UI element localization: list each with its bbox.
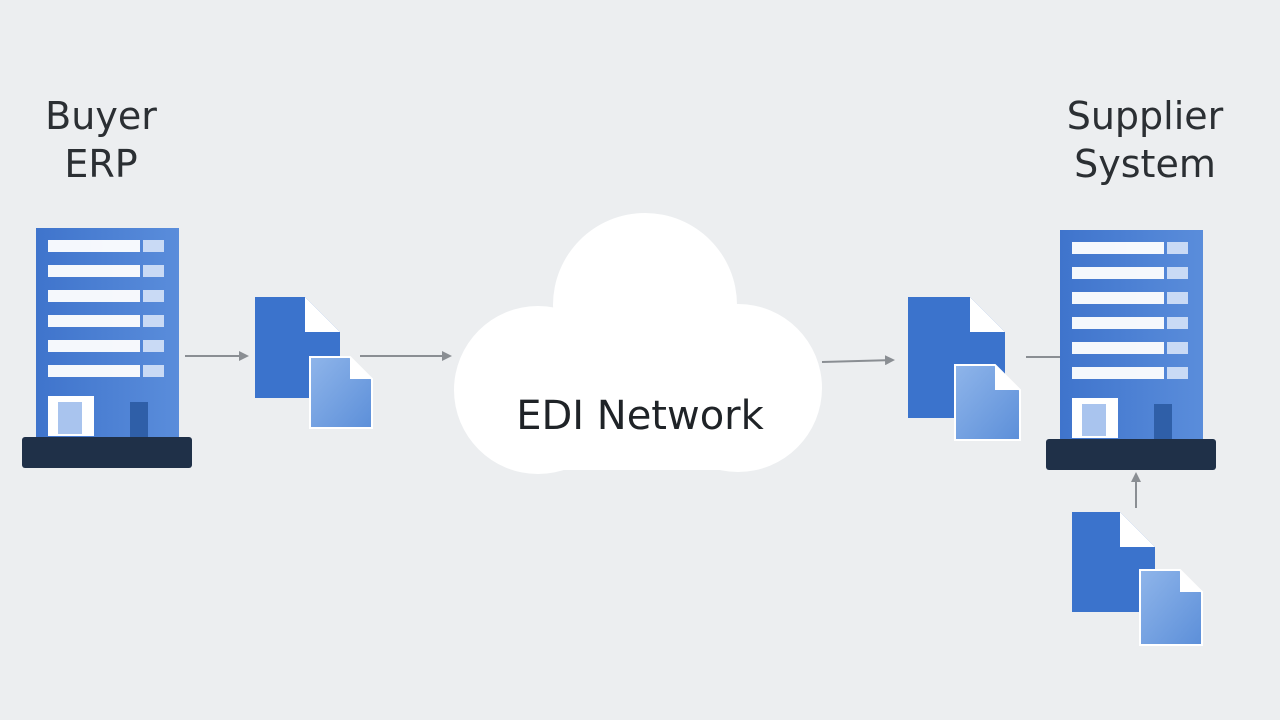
supplier-label-line2: System: [1074, 142, 1216, 186]
buyer-label-line2: ERP: [64, 142, 138, 186]
document-pair-icon: [1072, 512, 1203, 646]
arrow-cloud-to-document: [821, 355, 895, 366]
supplier-system-label: Supplier System: [1030, 92, 1260, 188]
buyer-erp-label: Buyer ERP: [16, 92, 186, 188]
edi-network-cloud-icon: [454, 213, 822, 474]
supplier-server-icon: [1046, 230, 1216, 470]
document-pair-icon: [255, 297, 373, 429]
buyer-server-icon: [22, 228, 192, 468]
edi-network-label: EDI Network: [516, 393, 764, 439]
document-pair-icon: [908, 297, 1021, 441]
buyer-label-line1: Buyer: [45, 94, 157, 138]
supplier-label-line1: Supplier: [1066, 94, 1224, 138]
